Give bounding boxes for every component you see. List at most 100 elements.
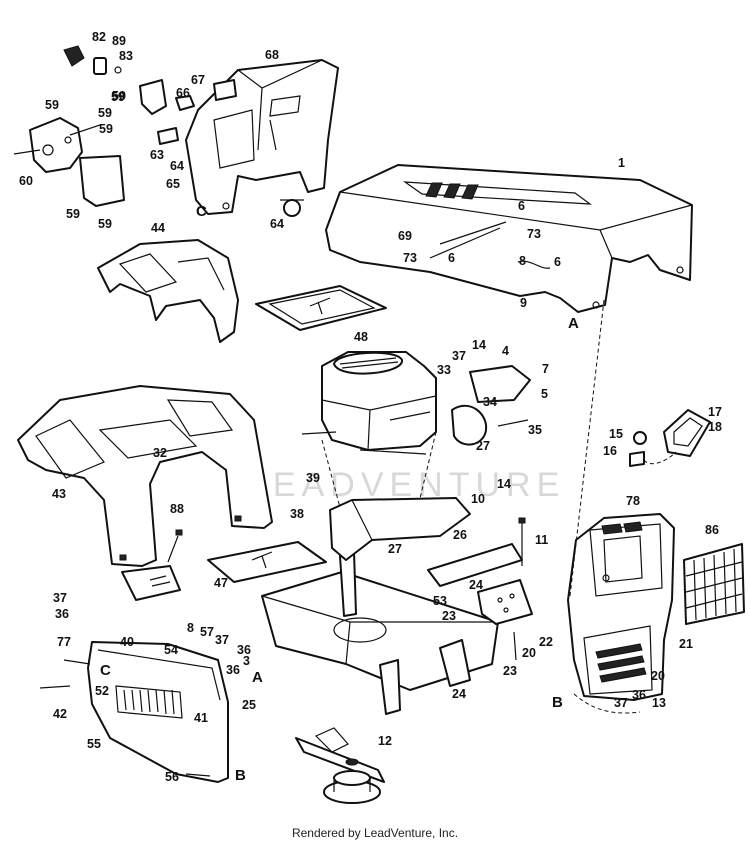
ignition-switch-part[interactable] bbox=[280, 199, 304, 217]
callout-59e: 59 bbox=[112, 89, 126, 103]
callout-14a: 14 bbox=[472, 338, 486, 352]
callout-47: 47 bbox=[214, 576, 228, 590]
callout-16: 16 bbox=[603, 444, 617, 458]
callout-6a: 6 bbox=[518, 199, 525, 213]
callout-34: 34 bbox=[483, 395, 497, 409]
callout-73b: 73 bbox=[403, 251, 417, 265]
throttle-bracket-part[interactable] bbox=[13, 117, 125, 207]
pulley-part[interactable] bbox=[295, 727, 385, 804]
callout-59f: 59 bbox=[66, 207, 80, 221]
grille-screen-part[interactable] bbox=[683, 543, 745, 625]
callout-11: 11 bbox=[535, 533, 548, 547]
callout-36a: 36 bbox=[55, 607, 69, 621]
callout-13: 13 bbox=[652, 696, 666, 710]
callout-57: 57 bbox=[200, 625, 214, 639]
callout-44: 44 bbox=[151, 221, 165, 235]
headlight-part[interactable] bbox=[643, 409, 711, 465]
main-fender-part[interactable] bbox=[17, 385, 273, 567]
callout-59c: 59 bbox=[98, 106, 112, 120]
callout-43: 43 bbox=[52, 487, 66, 501]
callout-36b: 36 bbox=[237, 643, 251, 657]
callout-41: 41 bbox=[194, 711, 208, 725]
callout-4: 4 bbox=[502, 344, 509, 358]
callout-59a: 59 bbox=[45, 98, 59, 112]
callout-37c: 37 bbox=[215, 633, 229, 647]
letter-b-front: B bbox=[552, 694, 563, 711]
callout-54: 54 bbox=[164, 643, 178, 657]
callout-38: 38 bbox=[290, 507, 304, 521]
headlight-bulb-part[interactable] bbox=[629, 431, 647, 467]
callout-8: 8 bbox=[519, 254, 526, 268]
callout-37a: 37 bbox=[452, 349, 466, 363]
callout-23a: 23 bbox=[442, 609, 456, 623]
callout-56: 56 bbox=[165, 770, 179, 784]
callout-22: 22 bbox=[539, 635, 553, 649]
callout-66: 66 bbox=[176, 86, 190, 100]
callout-59d: 59 bbox=[99, 122, 113, 136]
letter-c-top: C bbox=[196, 203, 207, 220]
side-panel-part[interactable] bbox=[87, 641, 229, 783]
callout-6c: 6 bbox=[554, 255, 561, 269]
dash-panel-part[interactable] bbox=[185, 59, 339, 215]
callout-42: 42 bbox=[53, 707, 67, 721]
callout-36d: 36 bbox=[632, 688, 646, 702]
rear-fender-upper-part[interactable] bbox=[97, 239, 239, 343]
callout-27b: 27 bbox=[388, 542, 402, 556]
callout-25: 25 bbox=[242, 698, 256, 712]
frame-part[interactable] bbox=[261, 551, 499, 715]
engine-pan-part[interactable] bbox=[329, 497, 471, 561]
callout-labels: 82 89 83 68 67 66 59 59 59 59 59 60 59 5… bbox=[19, 30, 722, 784]
floor-plate-part[interactable] bbox=[255, 285, 387, 331]
callout-8b: 8 bbox=[187, 621, 194, 635]
callout-78: 78 bbox=[626, 494, 640, 508]
callout-64a: 64 bbox=[170, 159, 184, 173]
reference-letters: C A A C A B B bbox=[100, 203, 579, 784]
callout-20b: 20 bbox=[651, 669, 665, 683]
callout-26: 26 bbox=[453, 528, 467, 542]
callout-33: 33 bbox=[437, 363, 451, 377]
callout-60: 60 bbox=[19, 174, 33, 188]
letter-c-side: C bbox=[100, 662, 111, 679]
callout-39: 39 bbox=[306, 471, 320, 485]
callout-35: 35 bbox=[528, 423, 542, 437]
callout-24a: 24 bbox=[469, 578, 483, 592]
mounting-brackets-part[interactable] bbox=[427, 543, 533, 625]
callout-63: 63 bbox=[150, 148, 164, 162]
callout-17: 17 bbox=[708, 405, 722, 419]
callout-27a: 27 bbox=[476, 439, 490, 453]
callout-15: 15 bbox=[609, 427, 623, 441]
callout-7: 7 bbox=[542, 362, 549, 376]
callout-12: 12 bbox=[378, 734, 392, 748]
engine-part[interactable] bbox=[321, 351, 531, 451]
callout-64b: 64 bbox=[270, 217, 284, 231]
callout-1: 1 bbox=[618, 156, 625, 170]
callout-89: 89 bbox=[112, 34, 126, 48]
callout-6b: 6 bbox=[448, 251, 455, 265]
callout-68: 68 bbox=[265, 48, 279, 62]
footrest-plate-part[interactable] bbox=[207, 541, 327, 583]
callout-9: 9 bbox=[520, 296, 527, 310]
small-bracket-part[interactable] bbox=[121, 565, 181, 601]
letter-a-side: A bbox=[252, 669, 263, 686]
hood-part[interactable] bbox=[325, 164, 693, 313]
callout-73a: 73 bbox=[527, 227, 541, 241]
grille-housing-part[interactable] bbox=[567, 513, 675, 701]
callout-59b: 59 bbox=[111, 90, 125, 104]
callout-23b: 23 bbox=[503, 664, 517, 678]
callout-36c: 36 bbox=[226, 663, 240, 677]
callout-69: 69 bbox=[398, 229, 412, 243]
choke-knob-part[interactable] bbox=[63, 45, 237, 145]
callout-32: 32 bbox=[153, 446, 167, 460]
letter-b-bottom: B bbox=[235, 767, 246, 784]
callout-37d: 37 bbox=[614, 696, 628, 710]
callout-65: 65 bbox=[166, 177, 180, 191]
bolts-part[interactable] bbox=[39, 431, 526, 777]
callout-52: 52 bbox=[95, 684, 109, 698]
callout-86: 86 bbox=[705, 523, 719, 537]
letter-a-hood: A bbox=[568, 315, 579, 332]
callout-18: 18 bbox=[708, 420, 722, 434]
callout-53: 53 bbox=[433, 594, 447, 608]
callout-77: 77 bbox=[57, 635, 71, 649]
callout-3: 3 bbox=[243, 654, 250, 668]
